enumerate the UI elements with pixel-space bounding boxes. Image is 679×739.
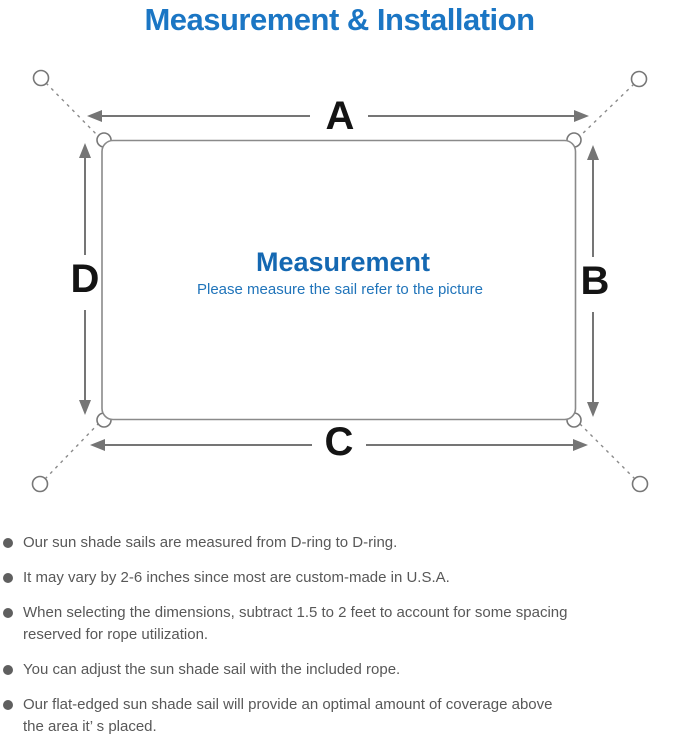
list-item: It may vary by 2-6 inches since most are… bbox=[3, 567, 671, 589]
note-text: It may vary by 2-6 inches since most are… bbox=[23, 569, 450, 586]
rope-top-right bbox=[577, 83, 635, 139]
note-text: Our sun shade sails are measured from D-… bbox=[23, 534, 398, 551]
list-item: When selecting the dimensions, subtract … bbox=[3, 602, 671, 646]
bullet-icon bbox=[3, 665, 13, 675]
diagram-center-title: Measurement bbox=[256, 247, 430, 277]
rope-bottom-left bbox=[44, 421, 101, 480]
arrowhead-a-left-icon bbox=[87, 110, 102, 122]
note-text: When selecting the dimensions, subtract … bbox=[23, 604, 568, 643]
dimension-label-b: B bbox=[581, 259, 610, 303]
note-text: You can adjust the sun shade sail with t… bbox=[23, 661, 401, 678]
measurement-diagram: A C D B Measurement Please measure the s… bbox=[31, 69, 649, 493]
rope-top-left bbox=[45, 82, 101, 139]
header: Measurement & Installation bbox=[0, 0, 679, 60]
dimension-label-a: A bbox=[326, 94, 355, 138]
notes-list: Our sun shade sails are measured from D-… bbox=[0, 520, 679, 738]
anchor-ring-top-right-icon bbox=[630, 70, 648, 88]
list-item: Our flat-edged sun shade sail will provi… bbox=[3, 694, 671, 738]
bullet-icon bbox=[3, 573, 13, 583]
diagram-center-subtitle: Please measure the sail refer to the pic… bbox=[197, 281, 483, 298]
list-item: You can adjust the sun shade sail with t… bbox=[3, 659, 671, 681]
anchor-ring-top-left-icon bbox=[32, 69, 50, 87]
bullet-icon bbox=[3, 700, 13, 710]
anchor-ring-bottom-left-icon bbox=[31, 475, 49, 493]
arrowhead-b-up-icon bbox=[587, 145, 599, 160]
page-title: Measurement & Installation bbox=[144, 2, 535, 37]
dimension-label-c: C bbox=[325, 420, 354, 464]
bullet-icon bbox=[3, 608, 13, 618]
list-item: Our sun shade sails are measured from D-… bbox=[3, 532, 671, 554]
sail-outline bbox=[101, 139, 577, 421]
bullet-icon bbox=[3, 538, 13, 548]
note-text: Our flat-edged sun shade sail will provi… bbox=[23, 696, 553, 735]
arrowhead-b-down-icon bbox=[587, 402, 599, 417]
dimension-label-d: D bbox=[71, 257, 100, 301]
arrowhead-d-down-icon bbox=[79, 400, 91, 415]
arrowhead-d-up-icon bbox=[79, 143, 91, 158]
rope-bottom-right bbox=[577, 421, 636, 480]
anchor-ring-bottom-right-icon bbox=[631, 475, 649, 493]
arrowhead-c-left-icon bbox=[90, 439, 105, 451]
arrowhead-c-right-icon bbox=[573, 439, 588, 451]
arrowhead-a-right-icon bbox=[574, 110, 589, 122]
